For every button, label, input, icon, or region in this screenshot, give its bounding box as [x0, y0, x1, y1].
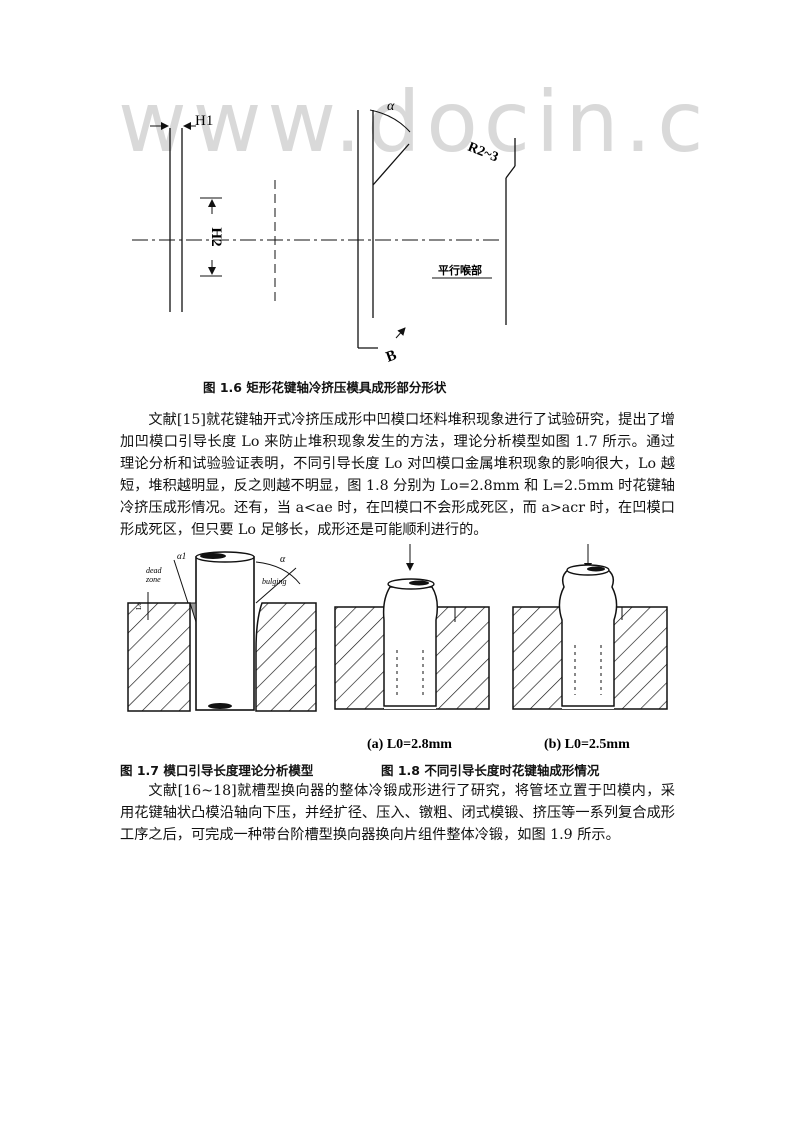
- subcaption-a: (a) L0=2.8mm: [367, 737, 452, 752]
- die-right: [255, 602, 317, 712]
- paragraph-2: 文献[16~18]就槽型换向器的整体冷锻成形进行了研究，将管坯立置于凹模内，采用…: [120, 783, 675, 843]
- die-cone: [372, 143, 410, 186]
- watermark: www.docin.c: [118, 73, 710, 171]
- label-h2: H2: [208, 227, 224, 246]
- figure-1-7-caption: 图 1.7 模口引导长度理论分析模型: [120, 763, 314, 778]
- alpha-arc: [255, 561, 301, 585]
- label-bulging: bulging: [262, 577, 286, 586]
- label-zone: zone: [145, 575, 161, 584]
- b-arrow: [395, 327, 406, 339]
- figure-1-7: dead zone α1 α bulging Lo: [127, 551, 317, 712]
- label-r: R2~3: [466, 140, 501, 166]
- throat-fillet: [505, 165, 516, 179]
- billet: [195, 556, 255, 711]
- label-alpha: α: [387, 99, 395, 114]
- billet-top-shade: [587, 566, 605, 572]
- alpha-arc: [369, 109, 411, 133]
- figure-1-6: H1 H2 α R2~3 平行喉部 B: [132, 99, 516, 366]
- subcaption-b: (b) L0=2.5mm: [544, 737, 630, 752]
- figure-1-8-b: [512, 544, 668, 710]
- label-b: B: [384, 347, 399, 365]
- label-throat: 平行喉部: [438, 263, 482, 277]
- label-alpha1: α1: [177, 551, 186, 561]
- label-dead: dead: [146, 566, 163, 575]
- label-h1: H1: [195, 113, 213, 129]
- figure-1-8-caption: 图 1.8 不同引导长度时花键轴成形情况: [381, 763, 600, 778]
- die-left: [127, 602, 191, 712]
- alpha1-line: [173, 559, 189, 604]
- label-lo: Lo: [135, 602, 143, 610]
- figure-1-8-a: [334, 544, 490, 710]
- figure-1-6-caption: 图 1.6 矩形花键轴冷挤压模具成形部分形状: [203, 380, 447, 395]
- billet-top-shade: [200, 553, 226, 559]
- figures-1-7-1-8: dead zone α1 α bulging Lo (a) L0=2.8mm (…: [127, 544, 668, 752]
- billet-bottom-shade: [208, 703, 232, 709]
- billet: [382, 586, 439, 707]
- billet-top-shade: [409, 580, 429, 586]
- dead-zone: [189, 602, 197, 623]
- paragraph-1: 文献[15]就花键轴开式冷挤压成形中凹模口坯料堆积现象进行了试验研究，提出了增加…: [120, 412, 675, 538]
- billet: [558, 569, 618, 707]
- label-alpha: α: [280, 554, 286, 565]
